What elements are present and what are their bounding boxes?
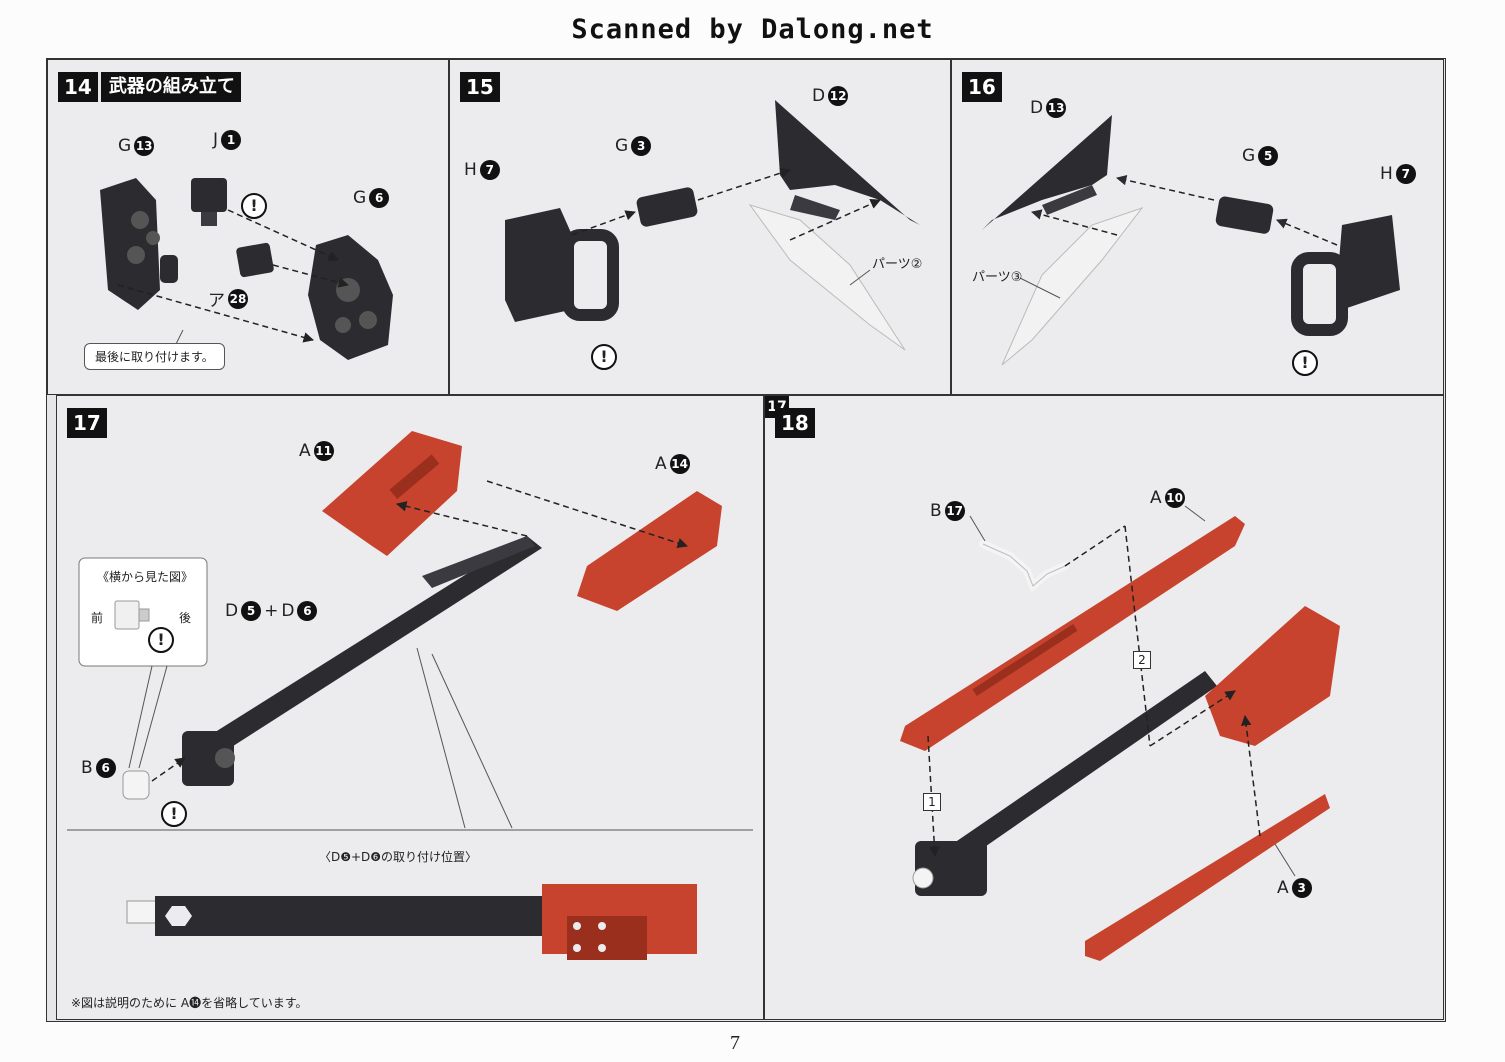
step-17-badge: 17: [67, 408, 107, 438]
side-view-back: 後: [179, 611, 192, 625]
part-name-2: パーツ②: [872, 257, 923, 272]
step-18-drawing: [900, 505, 1340, 961]
step-16-badge: 16: [962, 72, 1002, 102]
step-number: 17: [73, 411, 101, 435]
step-16-drawing: [982, 115, 1400, 366]
step-14-callout: 最後に取り付けます。: [84, 343, 225, 370]
step-number: 15: [466, 75, 494, 99]
step-14-drawing: [100, 178, 393, 360]
exclamation-icon: !: [1292, 350, 1318, 376]
step-17-drawing: [67, 431, 753, 960]
exclamation-icon: !: [591, 344, 617, 370]
step-number: 18: [781, 411, 809, 435]
sequence-2: 2: [1133, 651, 1151, 669]
footnote: ※図は説明のために A⓮を省略しています。: [71, 996, 308, 1010]
sequence-1: 1: [923, 793, 941, 811]
step-18-badge: 18: [775, 408, 815, 438]
exclamation-icon: !: [148, 627, 174, 653]
exclamation-icon: !: [161, 801, 187, 827]
watermark: Scanned by Dalong.net: [571, 14, 934, 45]
step-15-drawing: [505, 100, 920, 351]
step-title: 武器の組み立て: [97, 72, 235, 102]
side-view-title: 《横から見た図》: [97, 570, 194, 584]
position-title: 〈D❺+D❻の取り付け位置〉: [319, 850, 478, 864]
step-15-badge: 15: [460, 72, 500, 102]
step-number: 14: [64, 75, 92, 99]
exclamation-icon: !: [241, 193, 267, 219]
step-14-badge: 14 武器の組み立て: [58, 72, 241, 102]
page-number: 7: [730, 1032, 740, 1054]
side-view-front: 前: [91, 611, 104, 625]
part-name-3: パーツ③: [972, 270, 1023, 285]
step-number: 16: [968, 75, 996, 99]
